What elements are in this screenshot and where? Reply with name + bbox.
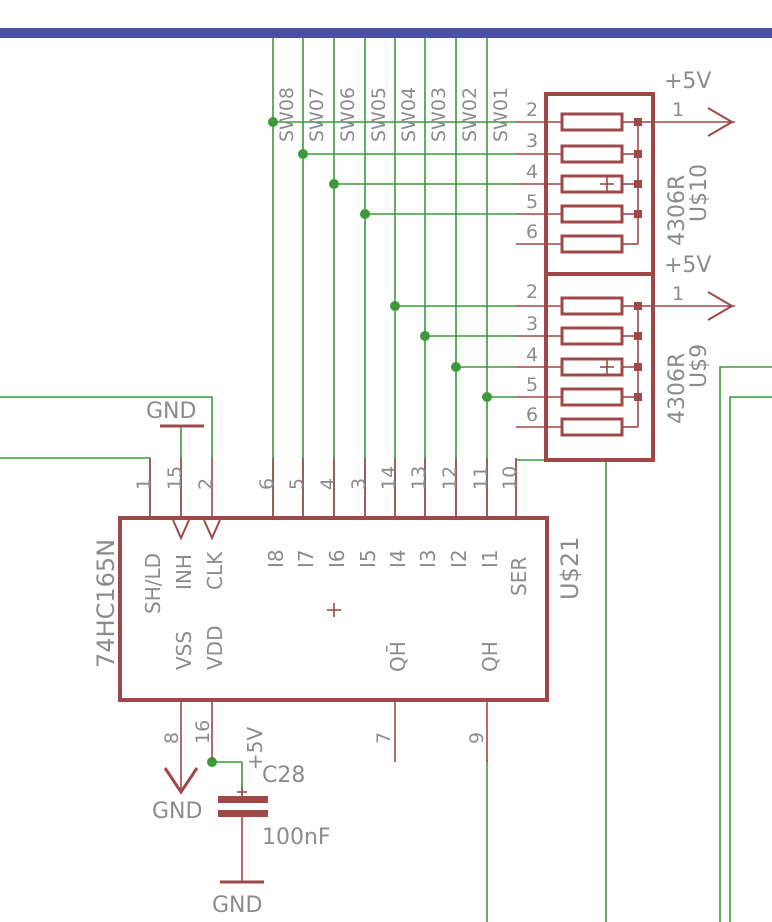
u9-supply-label: +5V	[664, 253, 711, 278]
ic-name-label: 74HC165N	[92, 539, 120, 668]
ic-pin-name-i6: I6	[325, 549, 349, 568]
top-bus-bar	[0, 28, 772, 38]
ic-pin-name-i1: I1	[478, 549, 502, 568]
net-label-sw02: SW02	[459, 87, 481, 142]
ic-pin-num-3: 3	[348, 478, 370, 490]
ic-pin-num-8: 8	[161, 732, 183, 744]
gnd-left-label: GND	[152, 799, 202, 824]
u9-ref: U$9	[687, 344, 712, 388]
ic-ref-label: U$21	[556, 537, 584, 600]
net-label-sw01: SW01	[490, 87, 512, 142]
ic-74hc165n: 1 15 2 6 5 4 3 14 13 12 11 10 SH/LD INH …	[92, 458, 584, 790]
u10-pin-2: 2	[526, 99, 538, 121]
ic-pin-num-10: 10	[499, 466, 521, 490]
ic-pin-name-i3: I3	[416, 549, 440, 568]
capacitor-c28: C28 100nF	[218, 763, 331, 882]
ic-pin-num-5: 5	[286, 478, 308, 490]
ic-pin-num-7: 7	[373, 732, 395, 744]
vcc-label-group: +5V	[243, 727, 267, 770]
ic-pin-name-shld: SH/LD	[141, 553, 165, 614]
net-label-sw07: SW07	[306, 87, 328, 142]
ic-pin-name-i8: I8	[264, 549, 288, 568]
gnd-top-label: GND	[146, 399, 196, 424]
u10-pin-3: 3	[526, 130, 538, 152]
ic-pin-num-1: 1	[133, 478, 155, 490]
net-labels: SW08 SW07 SW06 SW05 SW04 SW03 SW02 SW01	[276, 87, 512, 142]
u10-ref: U$10	[687, 164, 712, 222]
ic-pin-name-vss: VSS	[172, 631, 196, 670]
ic-pin-num-16: 16	[192, 720, 214, 744]
resistor-network-u9: 2 3 4 5 6 1 +5V 4306R U$9	[516, 253, 735, 462]
u10-value: 4306R	[665, 175, 690, 246]
ic-pin-name-qh: QH	[478, 641, 502, 672]
ic-pin-name-i2: I2	[447, 549, 471, 568]
net-label-sw06: SW06	[337, 87, 359, 142]
ic-pin-num-2: 2	[195, 478, 217, 490]
ic-pin-name-vdd: VDD	[203, 626, 227, 670]
u9-pin-4: 4	[526, 344, 538, 366]
u9-pin-5: 5	[526, 374, 538, 396]
gnd-bottom-label: GND	[212, 893, 262, 918]
gnd-symbol-left: GND	[152, 767, 202, 824]
u9-value: 4306R	[665, 353, 690, 424]
u10-supply-label: +5V	[664, 69, 711, 94]
cap-value: 100nF	[262, 825, 331, 850]
ic-pin-num-9: 9	[466, 732, 488, 744]
u9-pin-6: 6	[526, 404, 538, 426]
u9-pin-2: 2	[526, 281, 538, 303]
ic-pin-name-qh-bar: QH̄	[385, 641, 410, 672]
u10-pin-4: 4	[526, 161, 538, 183]
ic-pin-name-clk: CLK	[203, 551, 227, 590]
ic-pin-num-13: 13	[408, 466, 430, 490]
ic-pin-name-inh: INH	[172, 554, 196, 590]
net-label-sw03: SW03	[428, 87, 450, 142]
ic-pin-num-14: 14	[378, 466, 400, 490]
cap-ref: C28	[262, 763, 305, 788]
ic-pin-num-11: 11	[470, 466, 492, 490]
u10-pin-6: 6	[526, 221, 538, 243]
vcc-label: +5V	[243, 727, 267, 770]
net-label-sw04: SW04	[398, 87, 420, 142]
ic-pin-num-12: 12	[439, 466, 461, 490]
net-label-sw08: SW08	[276, 87, 298, 142]
gnd-symbol-bottom: GND	[212, 880, 264, 918]
ic-pin-name-ser: SER	[507, 557, 531, 596]
ic-pin-num-15: 15	[164, 466, 186, 490]
u10-pin-1: 1	[672, 99, 684, 121]
ic-pin-num-4: 4	[317, 478, 339, 490]
resistor-network-u10: 2 3 4 5 6 1 +5V 4306R U$10	[516, 69, 735, 276]
gnd-symbol-top: GND	[146, 399, 204, 428]
u10-pin-5: 5	[526, 191, 538, 213]
ic-pin-num-6: 6	[256, 478, 278, 490]
net-label-sw05: SW05	[368, 87, 390, 142]
u9-pin-3: 3	[526, 313, 538, 335]
ic-pin-name-i7: I7	[294, 549, 318, 568]
ic-pin-name-i5: I5	[356, 549, 380, 568]
ic-pin-name-i4: I4	[386, 549, 410, 568]
u9-pin-1: 1	[672, 283, 684, 305]
